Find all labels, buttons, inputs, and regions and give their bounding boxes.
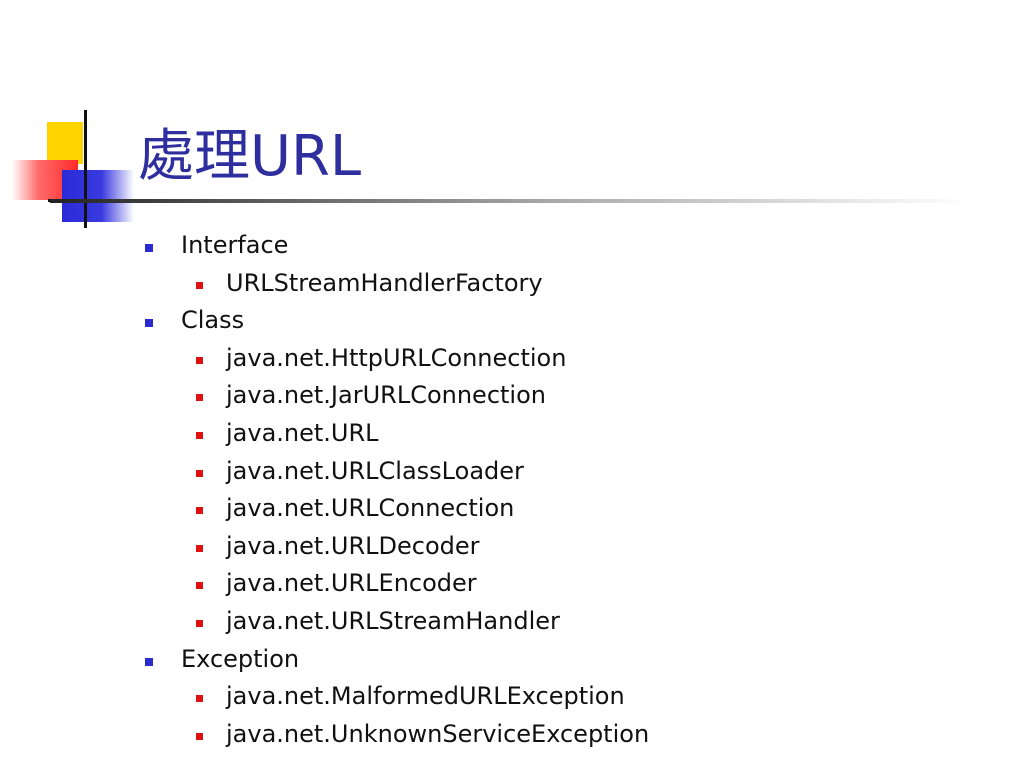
section-exception: Exception java.net.MalformedURLException… [142, 641, 1002, 754]
bullet-outline: Interface URLStreamHandlerFactory Class … [142, 227, 1002, 753]
section-interface: Interface URLStreamHandlerFactory [142, 227, 1002, 302]
list-item: java.net.MalformedURLException [181, 678, 1002, 716]
logo-blue-block [62, 170, 134, 222]
slide-title-latin: URL [250, 124, 362, 189]
section-items: java.net.HttpURLConnection java.net.JarU… [181, 340, 1002, 641]
logo-yellow-square [47, 122, 83, 164]
logo-vertical-line [84, 110, 87, 228]
list-item: java.net.URLDecoder [181, 528, 1002, 566]
list-item: java.net.JarURLConnection [181, 377, 1002, 415]
section-label: Class [181, 306, 245, 335]
section-label: Interface [181, 231, 289, 259]
section-class: Class java.net.HttpURLConnection java.ne… [142, 302, 1002, 640]
list-item: java.net.URL [181, 415, 1002, 453]
list-item: URLStreamHandlerFactory [181, 265, 1002, 303]
slide-title-cjk: 處理 [138, 124, 250, 189]
list-item: java.net.UnknownServiceException [181, 716, 1002, 754]
title-underline [50, 199, 970, 203]
list-item: java.net.URLStreamHandler [181, 603, 1002, 641]
list-item: java.net.URLEncoder [181, 565, 1002, 603]
slide-logo-decoration [0, 0, 140, 240]
section-label: Exception [181, 644, 300, 673]
section-items: URLStreamHandlerFactory [181, 265, 1002, 303]
section-items: java.net.MalformedURLException java.net.… [181, 678, 1002, 753]
list-item: java.net.URLClassLoader [181, 453, 1002, 491]
slide-title: 處理URL [138, 122, 361, 192]
list-item: java.net.URLConnection [181, 490, 1002, 528]
list-item: java.net.HttpURLConnection [181, 340, 1002, 378]
